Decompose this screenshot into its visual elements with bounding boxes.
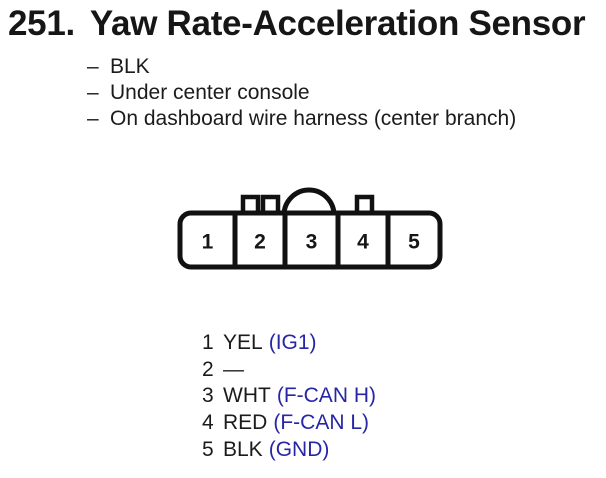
connector-diagram: 1 2 3 4 5 [177,187,443,270]
pin-number: 3 [202,384,214,408]
signal-name: (F-CAN H) [276,384,376,408]
dash-bullet: – [87,80,99,104]
pin-number: 5 [202,437,214,461]
pinout-row: 1 YEL(IG1) [202,330,376,357]
section-title: Yaw Rate-Acceleration Sensor [89,4,586,43]
dash-bullet: – [87,106,99,130]
cavity-label-5: 5 [408,231,420,254]
dash-bullet: – [87,55,99,78]
signal-name: (F-CAN L) [273,411,370,435]
cavity-label-4: 4 [357,231,369,254]
connector-body [177,210,443,270]
note-item: – BLK [87,54,516,80]
pin-number: 4 [202,411,214,435]
note-item: – On dashboard wire harness (center bran… [87,106,516,132]
signal-name: (IG1) [268,331,317,354]
note-item: – Under center console [87,80,516,106]
location-notes: – BLK – Under center console – On dashbo… [87,54,516,131]
pinout-row: 3 WHT(F-CAN H) [202,383,376,410]
pinout-row: 4 RED(F-CAN L) [202,410,376,437]
cavity-label-3: 3 [306,231,318,254]
section-number: 251. [8,4,75,43]
note-text: On dashboard wire harness (center branch… [110,106,517,130]
page-title: 251. Yaw Rate-Acceleration Sensor [8,4,586,44]
wire-color: BLK [223,437,263,461]
note-text: BLK [110,55,150,78]
connector-dome [281,187,337,216]
pinout-row: 5 BLK(GND) [202,437,376,464]
wire-color: YEL [223,331,263,354]
cavity-label-1: 1 [202,231,214,254]
wire-color: RED [223,411,268,435]
wire-color: WHT [223,384,271,408]
signal-name: (GND) [268,437,330,461]
pin-number: 1 [202,331,214,354]
pin-number: 2 [202,357,214,381]
pinout-row: 2— [202,357,376,384]
wire-color: — [223,357,244,381]
cavity-label-2: 2 [254,231,266,254]
note-text: Under center console [110,80,310,104]
